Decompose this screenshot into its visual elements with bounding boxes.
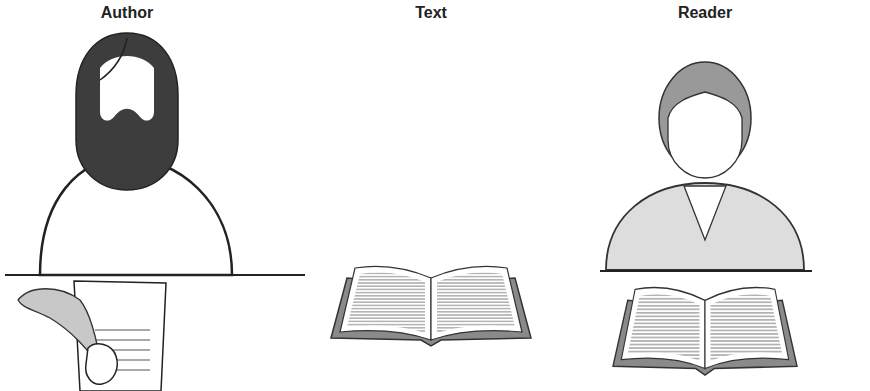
- desk-line: [5, 274, 305, 276]
- open-book: [331, 266, 531, 346]
- reader-body: [606, 183, 804, 270]
- reader-collar: [684, 186, 726, 240]
- reader-book: [613, 288, 797, 376]
- hair-part: [100, 38, 127, 80]
- author-head: [76, 33, 178, 190]
- author-hand: [86, 344, 118, 384]
- figure-label: Author: [101, 4, 153, 22]
- figure-label: Reader: [678, 4, 732, 22]
- reader-face: [668, 92, 742, 178]
- author-face: [100, 56, 154, 121]
- figure-label: Text: [415, 4, 447, 22]
- table-line: [600, 270, 812, 272]
